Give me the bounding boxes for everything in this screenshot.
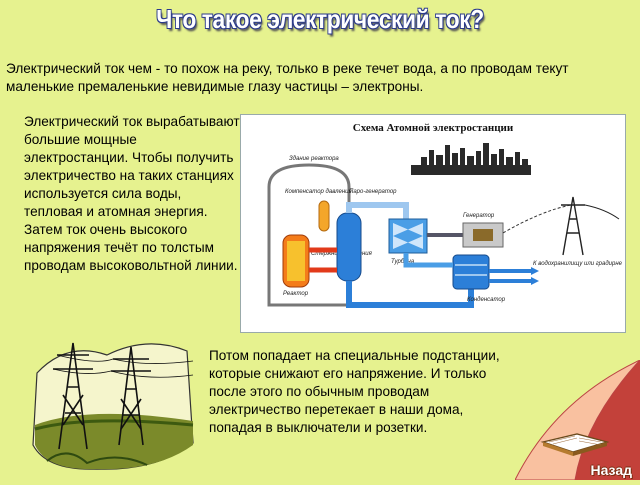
generator-label: Генератор bbox=[463, 213, 495, 219]
steam-generator-label: Паро-генератор bbox=[349, 189, 397, 195]
pylon-left bbox=[53, 342, 93, 450]
cooling-water-label: К водохранилищу или градирне bbox=[533, 261, 623, 267]
reactor-building-label: Здание реактора bbox=[289, 156, 339, 162]
substations-text: Потом попадает на специальные подстанции… bbox=[209, 348, 500, 435]
intro-text: Электрический ток чем - то похож на реку… bbox=[6, 61, 569, 94]
power-plants-text: Электрический ток вырабатывают большие м… bbox=[24, 114, 240, 273]
turbine-label: Турбина bbox=[391, 259, 415, 265]
city-skyline bbox=[411, 143, 531, 175]
pylon-right bbox=[111, 346, 151, 446]
steam-generator bbox=[336, 212, 362, 282]
reactor-label: Реактор bbox=[283, 291, 309, 297]
diagram-title: Схема Атомной электростанции bbox=[353, 122, 514, 134]
pressurizer-label: Компенсатор давления bbox=[285, 189, 352, 195]
back-label[interactable]: Назад bbox=[590, 462, 632, 478]
slide-title: Что такое электрический ток? bbox=[156, 4, 484, 34]
power-lines-illustration bbox=[32, 342, 194, 470]
condenser bbox=[452, 254, 490, 290]
book-icon bbox=[540, 433, 610, 456]
page-curl bbox=[514, 359, 640, 481]
nuclear-plant-diagram: Схема Атомной электростанции Здание реак… bbox=[240, 114, 626, 333]
condenser-label: Конденсатор bbox=[467, 297, 506, 303]
back-button[interactable]: Назад bbox=[514, 359, 640, 481]
transmission-tower bbox=[561, 196, 620, 256]
pressurizer bbox=[318, 200, 330, 232]
turbine bbox=[388, 218, 428, 254]
